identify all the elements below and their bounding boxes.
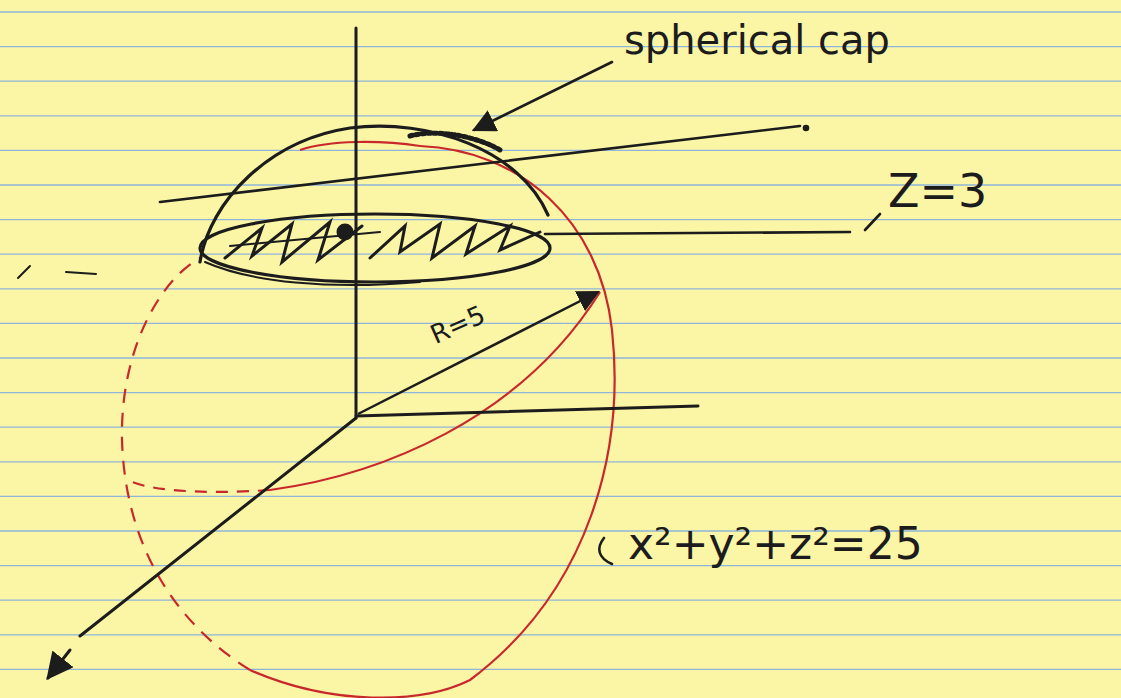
cap-leader-arrow (474, 62, 612, 130)
cap-base-shade (205, 262, 420, 285)
ruled-line (0, 219, 1121, 220)
plane-dot (804, 126, 808, 130)
radius-arrow (358, 292, 598, 414)
cap-hatching (225, 222, 540, 262)
axes (48, 28, 698, 678)
ruled-line (0, 392, 1121, 393)
ruled-line (0, 115, 1121, 116)
cap-dome (200, 126, 548, 262)
hatch-zigzag (225, 222, 362, 262)
ruled-lines (0, 12, 1121, 669)
cap-base (200, 214, 550, 282)
ruled-line (0, 496, 1121, 497)
ruled-line (0, 254, 1121, 255)
dash-mark (18, 266, 30, 278)
plane-label: Z=3 (888, 166, 987, 217)
sphere-outline (122, 142, 615, 698)
ruled-line (0, 530, 1121, 531)
y-axis (356, 406, 698, 416)
ruled-line (0, 150, 1121, 151)
z-axis (355, 28, 358, 418)
z3-leader (865, 214, 880, 230)
hatch-line (230, 232, 380, 246)
ruled-line (0, 357, 1121, 358)
ruled-line (0, 323, 1121, 324)
equator-front (270, 292, 600, 490)
ruled-line (0, 427, 1121, 428)
sphere-right-arc (250, 146, 615, 698)
plane-lines (18, 62, 880, 564)
x-axis-arrow (48, 650, 70, 678)
ruled-line (0, 600, 1121, 601)
radius-label: R=5 (426, 300, 489, 349)
dash-mark (66, 272, 96, 274)
ruled-line (0, 461, 1121, 462)
ruled-line (0, 288, 1121, 289)
plane-edge (160, 126, 800, 202)
ruled-line (0, 11, 1121, 12)
ruled-line (0, 81, 1121, 82)
plane-z3-line (545, 232, 850, 234)
equation-label: x²+y²+z²=25 (628, 520, 923, 568)
cap-label: spherical cap (624, 18, 890, 62)
spherical-cap (200, 126, 550, 285)
hatch-zigzag (370, 224, 540, 258)
equator-back (125, 478, 270, 492)
ruled-line (0, 669, 1121, 670)
x-axis (80, 418, 356, 636)
sphere-top-arc (300, 142, 420, 150)
ruled-line (0, 46, 1121, 47)
equation-leader (599, 538, 612, 564)
center-dot (338, 225, 352, 239)
ruled-line (0, 634, 1121, 635)
cap-texture (410, 133, 500, 150)
sphere-left-arc (122, 258, 250, 670)
